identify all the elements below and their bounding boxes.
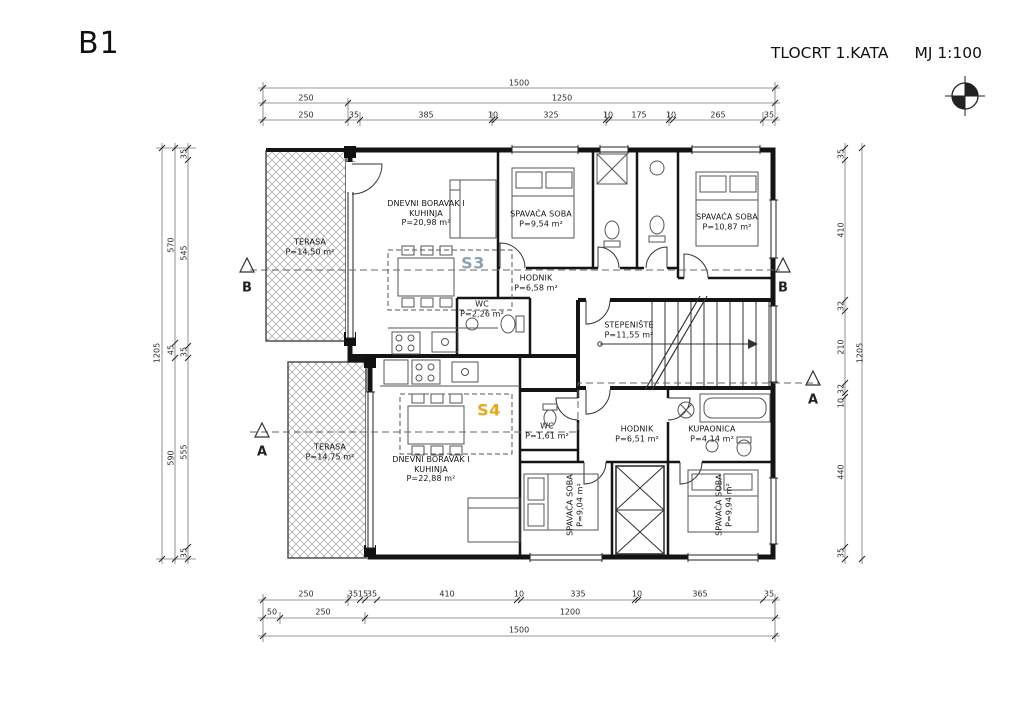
section-markers (239, 256, 821, 438)
dim-label: 35 (366, 589, 378, 599)
dim-label: 1205 (855, 342, 865, 364)
section-letter-a-left: A (256, 444, 268, 460)
room-label-dnevni-s3: DNEVNI BORAVAK I KUHINJA P=20,98 m² (387, 198, 465, 227)
dim-label: 335 (570, 589, 586, 599)
dim-label: 1200 (559, 607, 581, 617)
section-letter-b-right: B (778, 280, 788, 296)
dim-label: 385 (418, 110, 434, 120)
dim-label: 250 (315, 607, 331, 617)
dim-label: 15 (357, 589, 369, 599)
dim-label: 265 (710, 110, 726, 120)
dim-label: 32 (836, 383, 846, 395)
north-arrow-icon (945, 76, 985, 116)
dim-label: 325 (543, 110, 559, 120)
dim-label: 35 (347, 589, 359, 599)
dim-label: 570 (166, 237, 176, 253)
room-label-wc-s3: WC P=2,26 m² (460, 299, 504, 319)
terrace-hatch (265, 150, 367, 559)
drawing-scale: MJ 1:100 (914, 44, 982, 62)
room-label-hodnik-s4: HODNIK P=6,51 m² (615, 424, 659, 444)
unit-label-s4: S4 (477, 400, 501, 420)
unit-label-s3: S3 (461, 253, 485, 273)
room-label-terasa-s3: TERASA P=14,50 m² (285, 237, 335, 257)
dim-label: 35 (179, 346, 189, 358)
dim-label: 35 (763, 589, 775, 599)
drawing-title: TLOCRT 1.KATA (770, 44, 889, 62)
dim-label: 10 (513, 589, 525, 599)
dim-label: 32 (836, 300, 846, 312)
dim-label: 50 (266, 607, 278, 617)
section-lines (250, 249, 820, 455)
section-letter-b-left: B (242, 280, 252, 296)
dim-label: 440 (836, 464, 846, 480)
dim-label: 1250 (551, 93, 573, 103)
dim-label: 175 (631, 110, 647, 120)
dim-label: 590 (166, 450, 176, 466)
stairs (597, 295, 770, 391)
dim-label: 410 (836, 222, 846, 238)
room-label-spavaca4: SPAVAĆA SOBA P=9,94 m² (714, 474, 734, 536)
room-label-terasa-s4: TERASA P=14,75 m² (305, 442, 355, 462)
dim-label: 365 (692, 589, 708, 599)
dim-label: 250 (298, 589, 314, 599)
title-block: TLOCRT 1.KATA MJ 1:100 (771, 44, 982, 62)
room-label-stepeniste: STEPENIŠTE P=11,55 m² (604, 320, 654, 340)
doors (346, 162, 709, 485)
dim-label: 1500 (508, 625, 530, 635)
dim-label: 35 (836, 148, 846, 160)
dim-label: 10 (665, 110, 677, 120)
dim-label: 1205 (152, 342, 162, 364)
dim-label: 10 (631, 589, 643, 599)
dim-label: 35 (179, 148, 189, 160)
dim-label: 45 (166, 344, 176, 356)
dimension-ticks (158, 84, 866, 640)
dim-label: 410 (439, 589, 455, 599)
room-label-dnevni-s4: DNEVNI BORAVAK I KUHINJA P=22,88 m² (392, 454, 470, 483)
dim-label: 35 (836, 547, 846, 559)
furniture (380, 153, 771, 543)
dim-label: 10 (487, 110, 499, 120)
dim-label: 10 (836, 397, 846, 409)
windows (346, 145, 778, 562)
dim-label: 35 (348, 110, 360, 120)
dim-label: 250 (298, 93, 314, 103)
stair-shaft (615, 465, 665, 555)
room-label-wc-s4: WC P=1,61 m² (525, 421, 569, 441)
room-label-spavaca1: SPAVAĆA SOBA P=9,54 m² (510, 209, 572, 229)
sheet-id: B1 (78, 26, 120, 61)
section-letter-a-right: A (807, 392, 819, 408)
dim-label: 210 (836, 339, 846, 355)
room-label-hodnik-s3: HODNIK P=6,58 m² (514, 273, 558, 293)
room-label-spavaca3: SPAVAĆA SOBA P=9,04 m² (565, 474, 585, 536)
dim-label: 545 (179, 245, 189, 261)
dim-label: 10 (602, 110, 614, 120)
dim-label: 35 (763, 110, 775, 120)
dim-label: 555 (179, 444, 189, 460)
room-label-spavaca2: SPAVAĆA SOBA P=10,87 m² (696, 212, 758, 232)
dim-label: 1500 (508, 78, 530, 88)
dim-label: 35 (179, 547, 189, 559)
room-label-kupaonica: KUPAONICA P=4,14 m² (688, 424, 736, 444)
dim-label: 250 (298, 110, 314, 120)
